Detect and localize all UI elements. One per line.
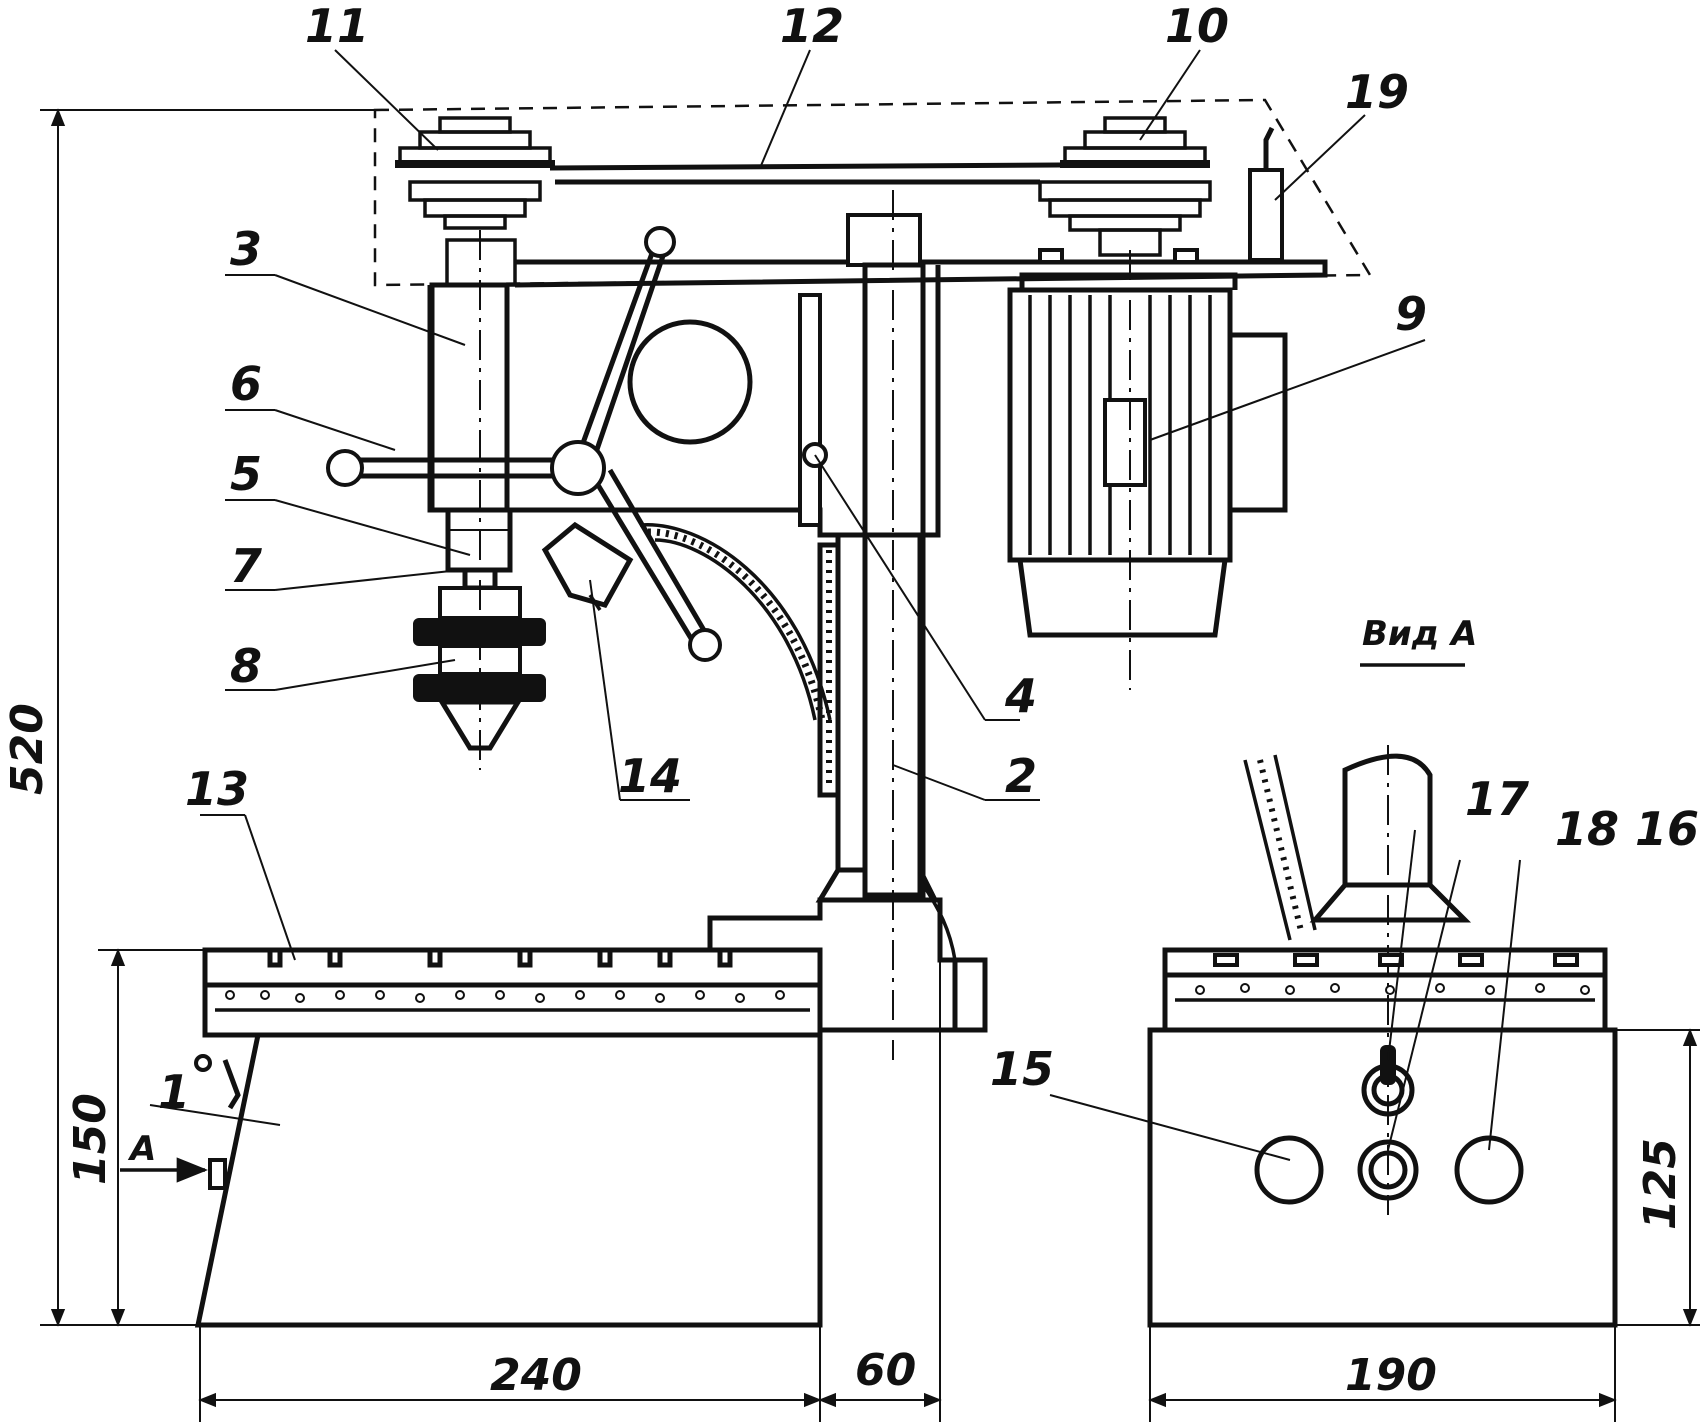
dim-total-height: 520: [2, 703, 53, 795]
dim-table-height: 150: [65, 1093, 116, 1185]
drill-chuck: [413, 230, 546, 770]
leader-lines: [149, 49, 1521, 1161]
side-view: [1147, 745, 1618, 1328]
motor-pulley: [1038, 116, 1212, 257]
callout-1: 1: [158, 1065, 190, 1119]
callout-4: 4: [1004, 669, 1037, 723]
callout-5: 5: [230, 447, 262, 501]
dimension-labels: 520 150 125 240 60 190 A: [2, 703, 1686, 1401]
arrow-a-label: A: [127, 1129, 156, 1169]
base-cabinet: [194, 1034, 823, 1328]
feed-lever: [326, 226, 722, 662]
view-caption: Вид А: [1360, 614, 1477, 667]
dimension-lines: [40, 108, 1700, 1422]
work-table: [202, 897, 988, 1038]
callout-2: 2: [1005, 749, 1037, 803]
callout-13: 13: [185, 762, 249, 816]
callout-8: 8: [230, 639, 262, 693]
callout-7: 7: [230, 539, 262, 593]
callout-3: 3: [230, 222, 262, 276]
callout-18: 18: [1555, 802, 1619, 856]
callout-labels: 1 2 3 4 5 6 7 8 9 10 11 12 13 14 15 16 1…: [158, 0, 1699, 1119]
callout-10: 10: [1165, 0, 1229, 53]
callout-12: 12: [780, 0, 844, 53]
dim-base-width: 240: [490, 1350, 582, 1401]
top-plate: [514, 213, 1328, 288]
callout-15: 15: [990, 1042, 1054, 1096]
drive-belt: [549, 162, 1061, 185]
dim-column-offset: 60: [855, 1345, 916, 1396]
view-a-caption: Вид А: [1362, 614, 1477, 654]
chip-guard: [541, 521, 634, 611]
flexible-hose: [639, 523, 957, 961]
dim-side-width: 190: [1345, 1350, 1437, 1401]
motor: [1007, 250, 1288, 690]
callout-19: 19: [1345, 65, 1409, 119]
callout-17: 17: [1465, 772, 1529, 826]
callout-6: 6: [230, 357, 262, 411]
callout-16: 16: [1635, 802, 1699, 856]
dim-side-height: 125: [1635, 1138, 1686, 1230]
callout-11: 11: [305, 0, 369, 53]
drill-head: [427, 265, 941, 538]
power-switch: [1248, 126, 1284, 262]
callout-9: 9: [1395, 287, 1427, 341]
callout-14: 14: [618, 749, 682, 803]
belt-guard-outline: [373, 98, 1373, 287]
